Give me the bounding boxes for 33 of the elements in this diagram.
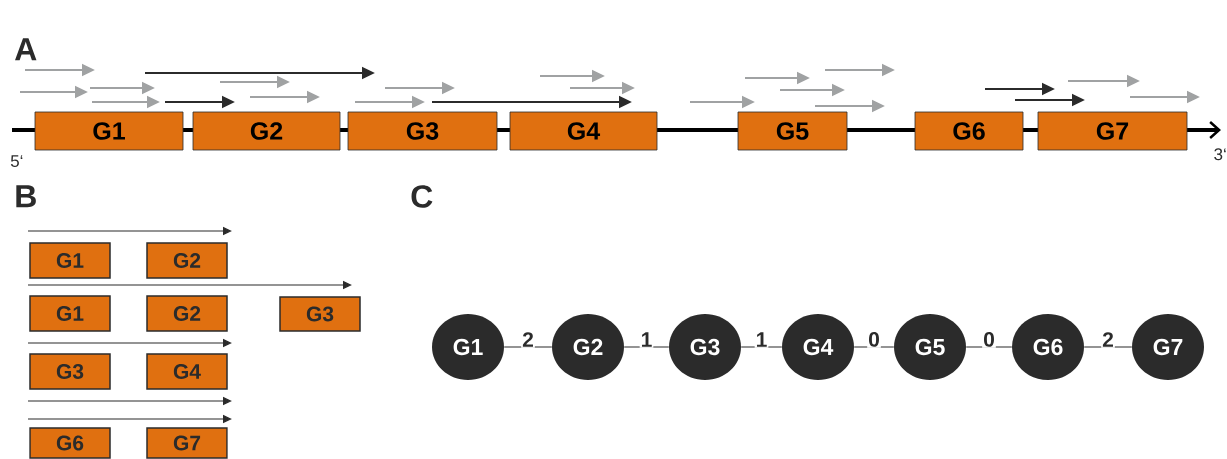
gene-box: G2	[146, 242, 228, 279]
edge-line	[503, 346, 553, 348]
edge-line	[740, 346, 783, 348]
panel-letter: B	[16, 185, 36, 208]
gene-box: G6	[29, 427, 111, 459]
edge-label: 0	[867, 330, 881, 348]
gene-box: G1	[29, 242, 111, 279]
edge-line	[623, 346, 670, 348]
edge-line	[1083, 346, 1133, 348]
panel-letter: A	[15, 38, 37, 61]
edge-line	[965, 346, 1013, 348]
edge-label: 2	[521, 331, 535, 348]
gene-box: G6	[914, 111, 1024, 151]
gene-box: G2	[146, 295, 228, 332]
edge-label: 1	[754, 331, 769, 348]
edge-label: 0	[982, 330, 996, 348]
gene-box: G5	[737, 111, 848, 151]
edge-label: 2	[1101, 331, 1115, 348]
gene-box: G4	[509, 111, 658, 151]
edge-label: 1	[639, 331, 654, 348]
gene-box: G1	[34, 111, 184, 151]
panel-letter: C	[411, 185, 433, 208]
gene-box: G3	[29, 353, 111, 390]
strand-label: 5‘	[10, 155, 23, 168]
gene-box: G4	[146, 353, 228, 390]
gene-box: G7	[146, 427, 228, 459]
strand-label: 3‘	[1214, 148, 1226, 161]
gene-box: G7	[1037, 111, 1188, 151]
gene-box: G3	[279, 296, 361, 332]
gene-box: G2	[192, 111, 341, 151]
edge-line	[853, 346, 895, 348]
gene-box: G3	[347, 111, 498, 151]
gene-box: G1	[29, 295, 111, 332]
